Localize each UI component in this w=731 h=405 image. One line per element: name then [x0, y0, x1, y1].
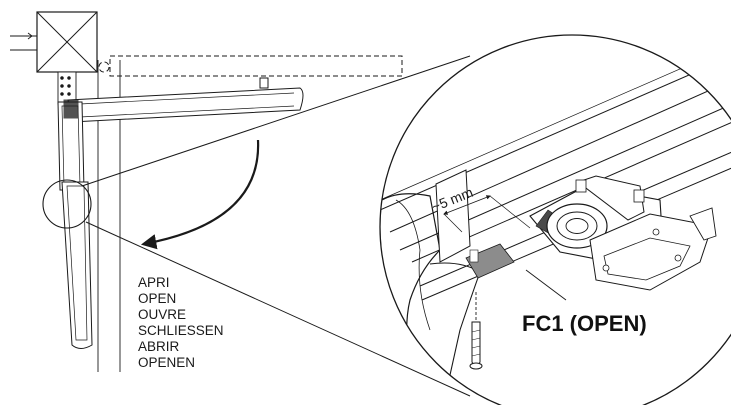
magnet-disc [546, 203, 608, 249]
label-schliessen: SCHLIESSEN [138, 323, 224, 338]
label-open: OPEN [138, 291, 176, 306]
operator-motor-body [57, 99, 85, 191]
opening-direction-arrow [140, 139, 260, 250]
label-abrir: ABRIR [138, 339, 180, 354]
switch-label-leader [525, 269, 567, 301]
control-box [36, 11, 98, 73]
detail-leader-lines [81, 55, 471, 397]
cable-duct [57, 71, 77, 105]
operator-arm-open [61, 181, 93, 349]
dimension-indicator [443, 195, 531, 233]
label-apri: APRI [138, 275, 170, 290]
operator-arm-closed [67, 77, 304, 123]
magnet-slot [465, 243, 515, 279]
mounting-plate [589, 207, 717, 291]
gate-leaf-closed-dashed [98, 55, 403, 77]
mounting-screw [469, 292, 483, 370]
detail-callout-circle [42, 179, 92, 229]
label-openen: OPENEN [138, 355, 195, 370]
detail-magnifier [379, 34, 731, 405]
switch-label: FC1 (OPEN) [522, 311, 647, 336]
input-cables [10, 32, 37, 51]
open-direction-labels: APRI OPEN OUVRE SCHLIESSEN ABRIR OPENEN [138, 275, 224, 370]
label-ouvre: OUVRE [138, 307, 186, 322]
